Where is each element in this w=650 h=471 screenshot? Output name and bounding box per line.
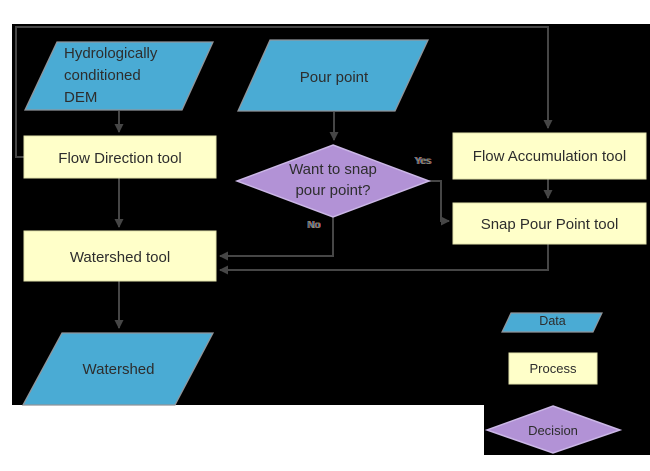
pour-point-label: Pour point — [299, 69, 369, 86]
legend-data-parallelogram — [501, 312, 603, 333]
flow-direction-label: Flow Direction tool — [58, 150, 182, 167]
connector-flow-direction-to-flow-accumulation — [15, 26, 553, 158]
watershed-label: Watershed — [82, 361, 155, 378]
legend-process-box — [508, 352, 598, 385]
no-edge-label: No — [307, 220, 321, 231]
legend-data-label: Data — [539, 314, 566, 328]
connector-decision-no-to-watershed-tool — [219, 217, 334, 261]
snap-pour-point-label: Snap Pour Point tool — [480, 216, 619, 233]
legend-decision-diamond — [484, 405, 623, 454]
pour-point-parallelogram — [236, 39, 430, 112]
flow-accumulation-box — [452, 132, 647, 180]
watershed-parallelogram — [21, 332, 215, 406]
legend-process-label: Process — [529, 361, 577, 376]
watershed-tool-box — [23, 230, 217, 282]
flow-direction-box — [23, 135, 217, 179]
connector-decision-yes-to-snap-pour-point — [429, 180, 450, 226]
dem-label: Hydrologically conditioned DEM — [64, 45, 158, 106]
yes-edge-label: Yes — [414, 156, 432, 167]
connector-snap-pour-point-to-watershed-tool — [219, 244, 549, 275]
connector-group — [15, 26, 553, 329]
dem-parallelogram — [23, 41, 215, 111]
decision-diamond — [234, 144, 432, 218]
snap-pour-point-box — [452, 202, 647, 245]
decision-label: Want to snap pour point? — [289, 161, 377, 199]
flow-accumulation-label: Flow Accumulation tool — [472, 148, 627, 165]
watershed-tool-label: Watershed tool — [69, 249, 171, 266]
legend-decision-label: Decision — [528, 423, 578, 438]
